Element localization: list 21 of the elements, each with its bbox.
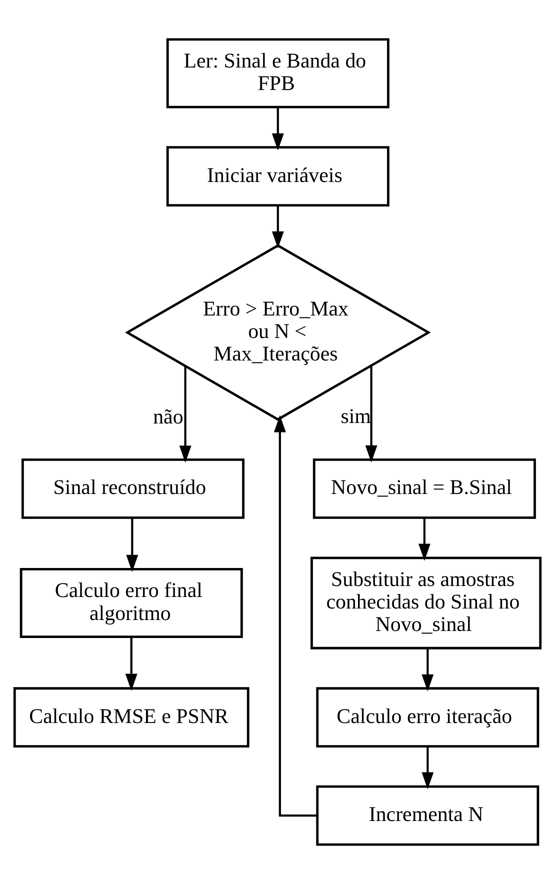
arrow (126, 518, 138, 572)
node-box: Iniciar variáveis (166, 146, 390, 206)
node-box: Calculo erro final algoritmo (20, 568, 243, 638)
arrow (422, 648, 434, 691)
arrow (418, 518, 430, 560)
arrow (365, 365, 378, 462)
arrow (422, 746, 434, 789)
node-box: Calculo erro iteração (316, 686, 540, 748)
arrow (272, 205, 284, 248)
arrow (272, 107, 284, 150)
node-box: Ler: Sinal e Banda do FPB (166, 38, 390, 108)
edge-label: não (153, 404, 184, 428)
arrow (274, 414, 318, 816)
node-box: Substituir as amostras conhecidas do Sinal no Novo_sinal (310, 556, 542, 649)
edge-label: sim (340, 403, 371, 428)
node-box: Calculo RMSE e PSNR (13, 686, 250, 748)
arrow (179, 366, 192, 462)
node-box: Sinal reconstruído (21, 458, 244, 518)
node-box: Novo_sinal = B.Sinal (312, 458, 536, 518)
node-box: Incrementa N (316, 784, 540, 846)
arrow (125, 636, 138, 690)
